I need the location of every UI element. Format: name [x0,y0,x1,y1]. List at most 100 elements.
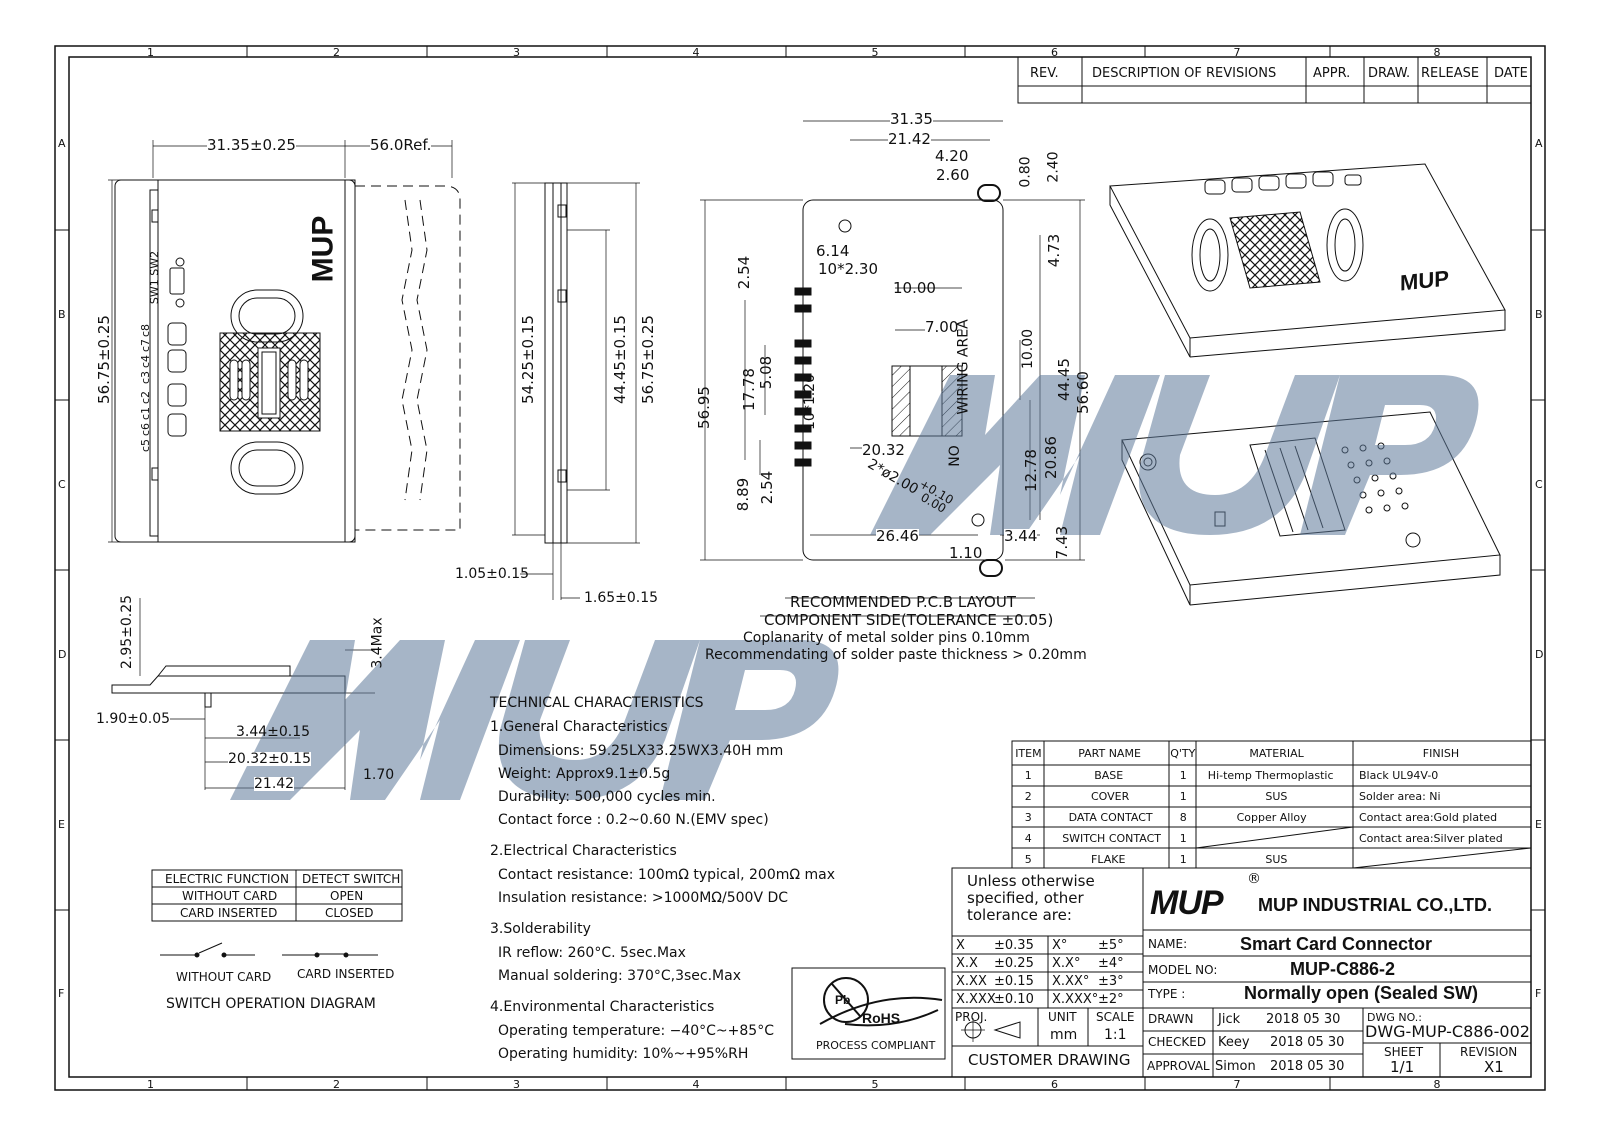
rev-release-header: RELEASE [1421,66,1480,81]
top-ref-dim: 56.0Ref. [370,136,432,154]
rohs-mark: RoHS [862,1010,901,1026]
revision-table [1017,56,1532,104]
bom-cell: DATA CONTACT [1068,811,1153,824]
pcb-dim-label: NO [946,445,963,467]
pcb-dim-label: 10*1.20 [802,374,818,430]
drawn-by: Jick [1218,1012,1241,1027]
checked-label: CHECKED [1148,1035,1207,1049]
tolerance-cell: X.XXX [956,992,996,1007]
pcb-dim-label: 0.80 [1017,156,1034,188]
drawn-date: 2018 05 30 [1266,1012,1341,1027]
contact-label: c3 [139,370,153,385]
tolerance-cell: ±3° [1098,974,1124,989]
side-dim-54-25: 54.25±0.15 [518,315,537,404]
proj-label: PROJ. [955,1010,988,1024]
pcb-layout-title: RECOMMENDED P.C.B LAYOUT [790,593,1016,611]
bom-cell: BASE [1094,769,1124,782]
bom-cell: Contact area:Silver plated [1359,832,1503,845]
pcb-dim-label: 3.44 [1004,527,1038,545]
pcb-dim-label: 7.00 [925,318,959,336]
tech-general-heading: 1.General Characteristics [490,719,668,735]
pcb-dim-label: 2.54 [735,255,754,290]
pcb-dim-label: 2.60 [936,166,970,184]
front-dim-20-32: 20.32±0.15 [228,751,311,767]
top-view-logo: MUP [306,215,340,283]
rev-header: REV. [1030,66,1059,81]
front-dim-3-4max: 3.4Max [369,617,386,669]
bom-header: FINISH [1422,747,1460,760]
front-dim-3-44: 3.44±0.15 [236,724,311,740]
pcb-dim-label: 44.45 [1054,358,1073,401]
column-label: 8 [1433,46,1441,59]
approval-date: 2018 05 30 [1270,1059,1345,1074]
company-name: MUP INDUSTRIAL CO.,LTD. [1258,895,1492,915]
solder-pad [794,356,812,365]
dwg-number: DWG-MUP-C886-002 [1365,1022,1530,1041]
switch-diagram-without-card: WITHOUT CARD [176,970,272,984]
tech-operating-temperature: Operating temperature: −40°C~+85°C [498,1023,774,1039]
tolerance-cell: X.X [956,956,978,971]
bom-cell: Hi-temp Thermoplastic [1207,769,1334,782]
pcb-dim-label: 5.08 [757,355,776,390]
bom-cell: 1 [1179,790,1187,803]
pcb-dim-label: 7.43 [1053,525,1072,560]
side-dim-44-45: 44.45±0.15 [610,315,629,404]
model-label: MODEL NO: [1148,963,1218,977]
solder-pad [794,339,812,348]
pcb-dim-label: 12.78 [1021,449,1040,492]
unit-value: mm [1050,1027,1078,1043]
rohs-logo [791,967,946,1060]
column-label: 2 [333,46,340,59]
row-label: A [58,136,66,150]
pcb-dim-label: 6.14 [816,242,850,260]
switch-diagram-card-inserted: CARD INSERTED [297,967,395,981]
pcb-dim-label: 2.40 [1045,151,1062,183]
front-dim-2-95: 2.95±0.25 [119,594,136,670]
contact-label: c8 [139,323,153,338]
sheet-label: SHEET [1384,1045,1424,1059]
pcb-dim-label: 20.86 [1041,436,1060,479]
tolerance-line-3: tolerance are: [967,906,1072,924]
rev-date-header: DATE [1494,66,1528,81]
bom-cell: Copper Alloy [1236,811,1307,824]
pcb-note-coplanarity: Coplanarity of metal solder pins 0.10mm [743,630,1030,646]
front-dim-1-70: 1.70 [363,767,395,783]
solder-pad [794,390,812,399]
solder-pad [794,458,812,467]
column-label: 8 [1433,1078,1441,1091]
tech-durability: Durability: 500,000 cycles min. [498,789,716,805]
tech-ir-reflow: IR reflow: 260°C. 5sec.Max [498,945,686,961]
side-dim-56-75: 56.75±0.25 [638,315,657,404]
pcb-dim-label: 4.20 [935,147,969,165]
mup-watermark [230,375,1479,800]
pcb-dim-label: 26.46 [876,527,919,545]
contact-label: c1 [139,406,153,421]
bom-cell: 1 [1179,853,1187,866]
model-number: MUP-C886-2 [1290,959,1396,979]
pcb-dim-label: 56.95 [694,386,713,429]
solder-pad [794,373,812,382]
tolerance-cell: X.XXX° [1052,992,1099,1007]
unit-label: UNIT [1048,1010,1077,1024]
switch-labels: SW1 SW2 [148,250,162,305]
rohs-caption: PROCESS COMPLIANT [816,1039,936,1052]
iso-view-cover [1109,163,1506,358]
tolerance-cell: ±0.25 [994,956,1034,971]
tolerance-cell: X.XX° [1052,974,1090,989]
tech-insulation-resistance: Insulation resistance: >1000MΩ/500V DC [498,890,789,906]
pcb-dim-label: 10.00 [1020,328,1037,370]
row-label: E [1535,818,1542,831]
pcb-dim-label: 4.73 [1045,233,1064,268]
column-label: 4 [692,1078,700,1091]
column-label: 2 [333,1078,340,1091]
pcb-dim-label: 8.89 [734,477,753,512]
bom-header: MATERIAL [1249,747,1304,760]
company-logo: MUP [1150,884,1224,922]
contact-label: c6 [139,422,153,437]
tech-operating-humidity: Operating humidity: 10%~+95%RH [498,1046,749,1062]
sheet-value: 1/1 [1390,1058,1415,1076]
tech-electrical-heading: 2.Electrical Characteristics [490,843,677,859]
switch-operation-caption: SWITCH OPERATION DIAGRAM [166,996,376,1012]
tech-dimensions: Dimensions: 59.25LX33.25WX3.40H mm [498,743,784,759]
column-label: 6 [1051,1078,1058,1091]
